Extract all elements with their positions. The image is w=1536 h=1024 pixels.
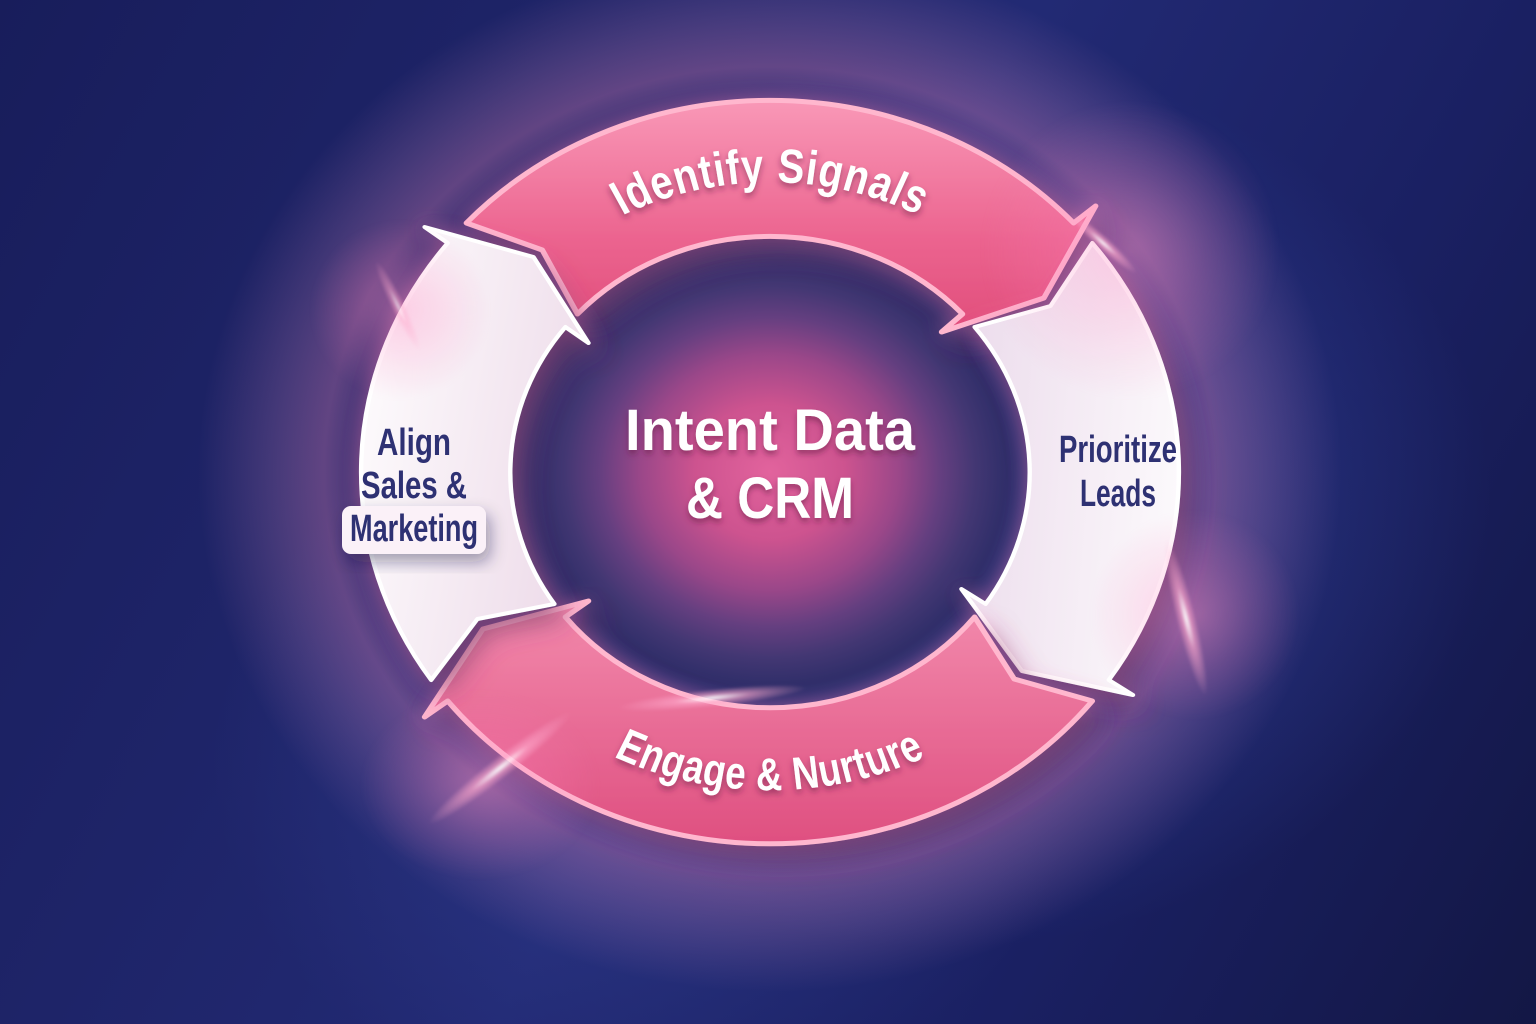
center-label-line-2: & CRM bbox=[686, 466, 854, 531]
label-align-line: Align bbox=[377, 422, 451, 464]
center-label-line-1: Intent Data bbox=[625, 398, 916, 463]
center-glow bbox=[481, 210, 1059, 734]
label-sales-line: Sales & bbox=[361, 465, 467, 507]
label-marketing-line: Marketing bbox=[350, 508, 478, 550]
label-align-sales-marketing: Align Sales & Marketing bbox=[350, 422, 478, 550]
marketing-label-chip bbox=[342, 506, 486, 554]
arrow-prioritize-leads bbox=[959, 241, 1182, 697]
label-prioritize-line: Prioritize bbox=[1059, 429, 1177, 471]
center-label: Intent Data & CRM bbox=[625, 398, 916, 531]
label-leads-line: Leads bbox=[1080, 473, 1156, 515]
label-prioritize-leads: Prioritize Leads bbox=[1059, 429, 1177, 515]
arrow-engage-nurture bbox=[421, 598, 1096, 847]
